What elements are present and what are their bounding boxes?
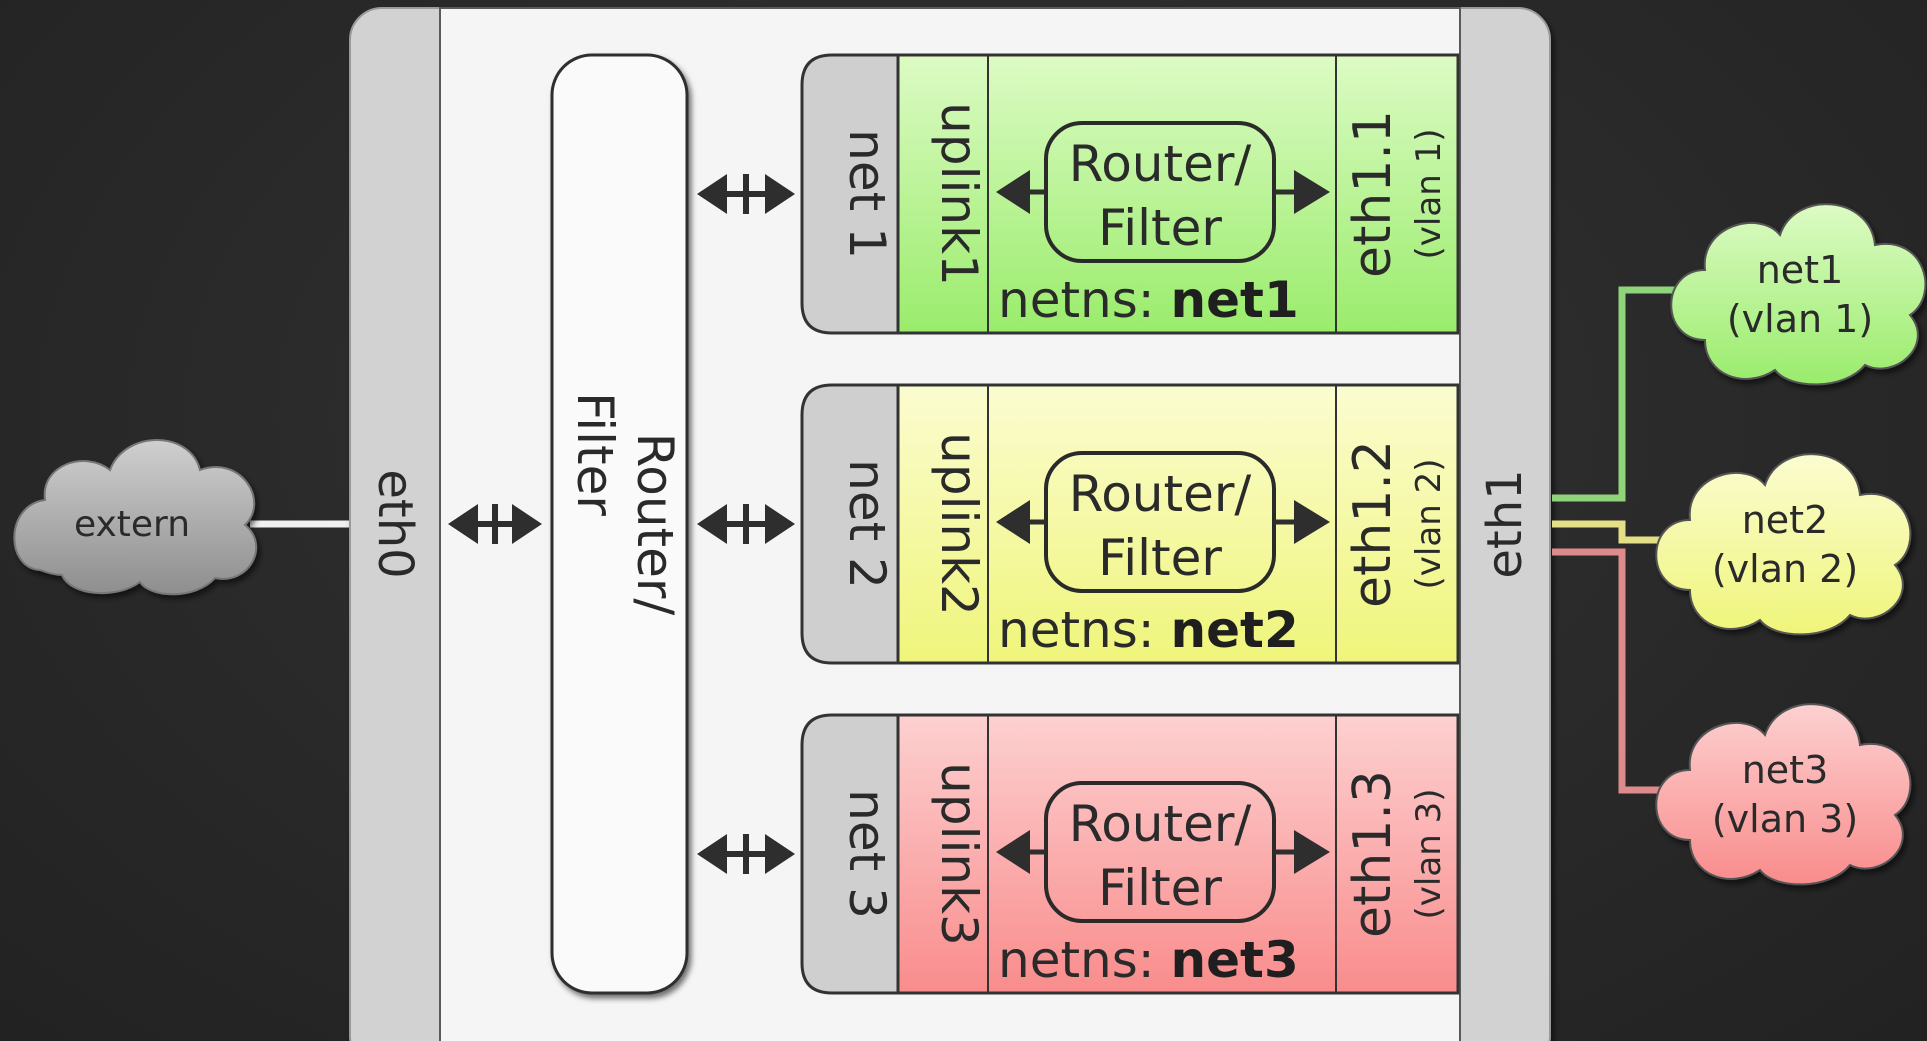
namespace-block-3: net 3 uplink3 Router/Filter netns: net3 eth1… [697, 713, 1460, 995]
namespace-block-1: net 1 uplink1 Router/Filter netns: net1 eth1… [697, 53, 1460, 335]
netns-label-3: netns: net3 [998, 931, 1299, 989]
extern-cloud: extern [13, 439, 350, 596]
iface-label-3: eth1.3 [1343, 770, 1403, 938]
arrow-router-iface-3 [1274, 830, 1330, 874]
netns-name-2: net2 [1171, 601, 1299, 659]
vlan-label-3: (vlan 3) [1409, 789, 1449, 920]
net-label-3: net 3 [838, 789, 896, 919]
eth1-label: eth1 [1477, 469, 1533, 578]
vlan-cloud-line1-2: net2 [1742, 498, 1829, 542]
net-tab-2 [800, 383, 900, 665]
vlan-label-2: (vlan 2) [1409, 459, 1449, 590]
central-router-line1: Router/ [626, 433, 684, 616]
uplink-label-2: uplink2 [930, 432, 988, 616]
netns-body-2 [896, 383, 1460, 665]
netns-body-1 [896, 53, 1460, 335]
arrow-router-net3 [697, 834, 795, 874]
vlan-cloud-line1-1: net1 [1757, 248, 1844, 292]
arrow-uplink-router-2 [996, 500, 1046, 544]
vlan-cloud-2: net2 (vlan 2) [1552, 453, 1912, 636]
vlan-link-3 [1552, 548, 1665, 794]
inner-router-line2-1: Filter [1098, 199, 1222, 257]
vlan-label-1: (vlan 1) [1409, 129, 1449, 260]
vlan-cloud-line2-2: (vlan 2) [1712, 547, 1858, 591]
net-label-1: net 1 [838, 129, 896, 259]
vlan-cloud-shape-1 [1670, 203, 1927, 386]
inner-router-line1-1: Router/ [1069, 135, 1252, 193]
vlan-cloud-line2-3: (vlan 3) [1712, 797, 1858, 841]
netns-name-1: net1 [1171, 271, 1299, 329]
vlan-cloud-1: net1 (vlan 1) [1552, 203, 1927, 502]
arrow-router-net1 [697, 174, 795, 214]
vlan-clouds: net1 (vlan 1) net2 (vlan 2) net3 (vlan 3) [1552, 203, 1927, 886]
iface-label-2: eth1.2 [1343, 440, 1403, 608]
netns-prefix-3: netns: [998, 931, 1171, 989]
uplink-label-3: uplink3 [930, 762, 988, 946]
vlan-link-1 [1552, 286, 1680, 502]
arrow-uplink-router-1 [996, 170, 1046, 214]
vlan-cloud-shape-3 [1655, 703, 1912, 886]
arrow-router-iface-2 [1274, 500, 1330, 544]
vlan-cloud-line1-3: net3 [1742, 748, 1829, 792]
net-tab-1 [800, 53, 900, 335]
vlan-cloud-shape-2 [1655, 453, 1912, 636]
arrow-router-iface-1 [1274, 170, 1330, 214]
central-router-line2: Filter [566, 392, 624, 516]
net-tab-3 [800, 713, 900, 995]
netns-label-2: netns: net2 [998, 601, 1299, 659]
netns-label-1: netns: net1 [998, 271, 1299, 329]
inner-router-line2-2: Filter [1098, 529, 1222, 587]
iface-label-1: eth1.1 [1343, 110, 1403, 278]
inner-router-line1-2: Router/ [1069, 465, 1252, 523]
vlan-cloud-line2-1: (vlan 1) [1727, 297, 1873, 341]
eth0-label: eth0 [367, 469, 423, 578]
netns-body-3 [896, 713, 1460, 995]
arrow-router-net2 [697, 504, 795, 544]
vlan-link-2 [1552, 520, 1665, 544]
netns-prefix-1: netns: [998, 271, 1171, 329]
arrow-uplink-router-3 [996, 830, 1046, 874]
extern-label: extern [74, 504, 190, 545]
uplink-label-1: uplink1 [930, 102, 988, 286]
netns-name-3: net3 [1171, 931, 1299, 989]
inner-router-line2-3: Filter [1098, 859, 1222, 917]
arrow-eth0-router [448, 504, 542, 544]
central-router-filter: Router/ Filter [550, 53, 689, 995]
namespace-block-2: net 2 uplink2 Router/Filter netns: net2 eth1… [697, 383, 1460, 665]
net-label-2: net 2 [838, 459, 896, 589]
vlan-cloud-3: net3 (vlan 3) [1552, 548, 1912, 886]
extern-cloud-shape [13, 439, 258, 596]
inner-router-line1-3: Router/ [1069, 795, 1252, 853]
netns-prefix-2: netns: [998, 601, 1171, 659]
